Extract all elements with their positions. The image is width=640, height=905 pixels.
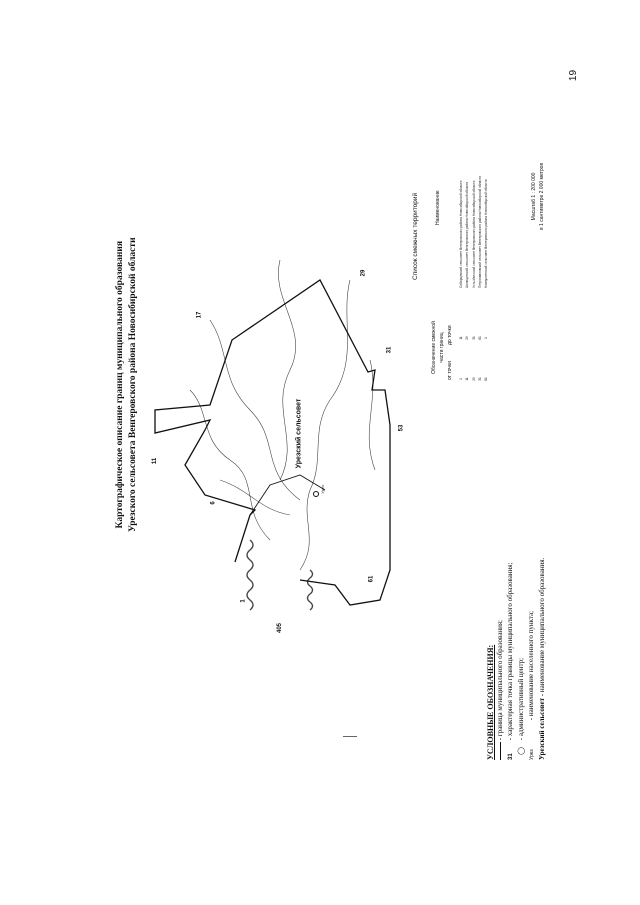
legend-item-text: - характерная точка границы муниципально… — [506, 562, 514, 741]
divider-mark — [343, 736, 357, 737]
legend-item: ◯ - административный центр; — [516, 558, 526, 760]
page-title: Картографическое описание границ муницип… — [114, 237, 140, 532]
point-label-53: 53 — [398, 424, 405, 432]
legend-item: - граница муниципального образования; — [495, 558, 505, 760]
row-name: Новоуспенский сельсовет Венгеровского ра… — [484, 179, 489, 288]
legend-item-text: - наименование населенного пункта; — [527, 610, 535, 721]
legend-title: УСЛОВНЫЕ ОБОЗНАЧЕНИЯ: — [486, 644, 495, 760]
river-meander — [306, 569, 314, 611]
river — [309, 279, 351, 491]
river — [299, 489, 311, 571]
river-meander — [246, 539, 254, 611]
point-label-6: 6 — [210, 501, 217, 505]
legend-item-text: - граница муниципального образования; — [496, 620, 504, 741]
boundary-line-icon — [499, 742, 501, 760]
legend-item: 31 - характерная точка границы муниципал… — [505, 558, 516, 760]
legend: УСЛОВНЫЕ ОБОЗНАЧЕНИЯ: - граница муниципа… — [486, 558, 547, 760]
point-label-31: 31 — [386, 346, 393, 354]
point-label-61: 61 — [368, 575, 375, 583]
point-label-1: 1 — [240, 599, 247, 603]
point-label-11: 11 — [152, 457, 159, 465]
point-label-29: 29 — [360, 269, 367, 277]
road — [249, 474, 326, 516]
map-scale: Масштаб 1 : 200 000 в 1 сантиметре 2 000… — [530, 163, 546, 230]
adjacent-title: Список смежных территорий — [412, 192, 419, 280]
legend-symbol: Урез — [529, 749, 535, 760]
settlement-label: Урез — [319, 485, 325, 494]
river — [368, 359, 376, 471]
legend-item-text: - наименование муниципального образовани… — [538, 557, 546, 697]
legend-item-text: - административный центр; — [517, 657, 525, 741]
admin-center-icon — [313, 491, 319, 497]
admin-center-symbol-icon: ◯ — [517, 747, 525, 755]
row-from: 61 — [484, 377, 489, 381]
row-to: 1 — [484, 337, 489, 339]
municipality-label: Урезский сельсовет — [295, 398, 303, 469]
legend-item: Урез - наименование населенного пункта; — [526, 558, 537, 760]
legend-symbol: Урезский сельсовет — [538, 697, 546, 760]
river — [189, 389, 271, 541]
rivers — [189, 259, 376, 611]
table-row: 61 1 Новоуспенский сельсовет Венгеровско… — [483, 176, 489, 395]
river — [219, 479, 291, 516]
adjacent-col-from: от точки — [447, 361, 453, 380]
scale-ratio: Масштаб 1 : 200 000 — [531, 172, 537, 221]
adjacent-col-to: до точки — [447, 325, 453, 345]
adjacent-col-name: Наименование — [435, 190, 441, 225]
title-line-2: Урезского сельсовета Венгеровского район… — [128, 237, 138, 532]
river — [278, 259, 296, 481]
legend-item: Урезский сельсовет - наименование муници… — [537, 558, 547, 760]
point-label-17: 17 — [196, 311, 203, 319]
boundary-map — [154, 259, 391, 611]
adjacent-rows: 1 11 Сибирцевский сельсовет Венгеровског… — [458, 176, 489, 395]
river — [209, 319, 301, 501]
adjacent-col-section: Обозначение смежной части границ — [431, 321, 445, 374]
scale-description: в 1 сантиметре 2 000 метров — [539, 162, 545, 230]
title-line-1: Картографическое описание границ муницип… — [115, 241, 125, 529]
legend-symbol: 31 — [508, 753, 514, 760]
municipal-boundary — [154, 279, 391, 606]
point-label-405: 405 — [277, 622, 284, 634]
page-number: 19 — [568, 69, 580, 82]
